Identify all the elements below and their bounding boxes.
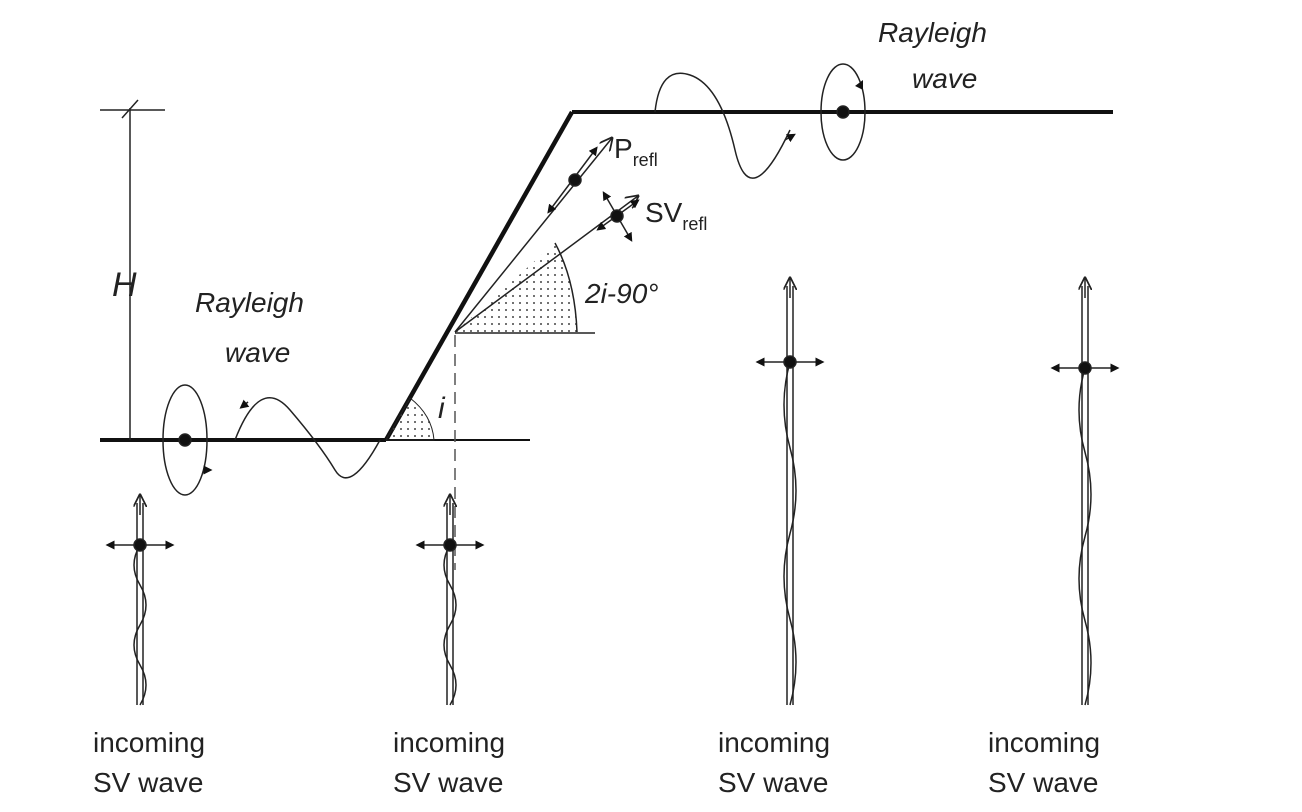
incoming-label-line1: incoming [93,727,205,758]
incidence-angle-label: i [438,392,446,425]
incoming-sv-wave [415,495,485,706]
reflection-angle-label: 2i-90° [584,278,658,309]
incidence-angle-shade [385,397,435,441]
incoming-sv-wave [755,278,825,706]
incoming-label-line1: incoming [988,727,1100,758]
rayleigh-right-label-line1: Rayleigh [878,17,987,48]
rayleigh-left-label-line1: Rayleigh [195,287,304,318]
rayleigh-left-label-line2: wave [225,337,290,368]
sv-refl-label: SVrefl [645,197,707,234]
p-refl-ray [454,138,638,333]
incoming-label-line2: SV wave [988,767,1099,798]
incoming-label-line2: SV wave [718,767,829,798]
incoming-label-line2: SV wave [93,767,204,798]
incoming-label-line1: incoming [393,727,505,758]
incoming-sv-wave [105,495,175,706]
incoming-label-line2: SV wave [393,767,504,798]
height-label: H [112,266,137,304]
reflection-angle-arc [554,242,578,333]
height-dimension [100,99,165,440]
rayleigh-wave-right [654,63,866,179]
p-refl-label: Prefl [614,133,658,170]
incoming-label-line1: incoming [718,727,830,758]
rayleigh-wave-left [162,384,381,496]
incoming-sv-wave [1050,278,1120,706]
ground-profile [100,110,1113,442]
rayleigh-right-label-line2: wave [912,63,977,94]
